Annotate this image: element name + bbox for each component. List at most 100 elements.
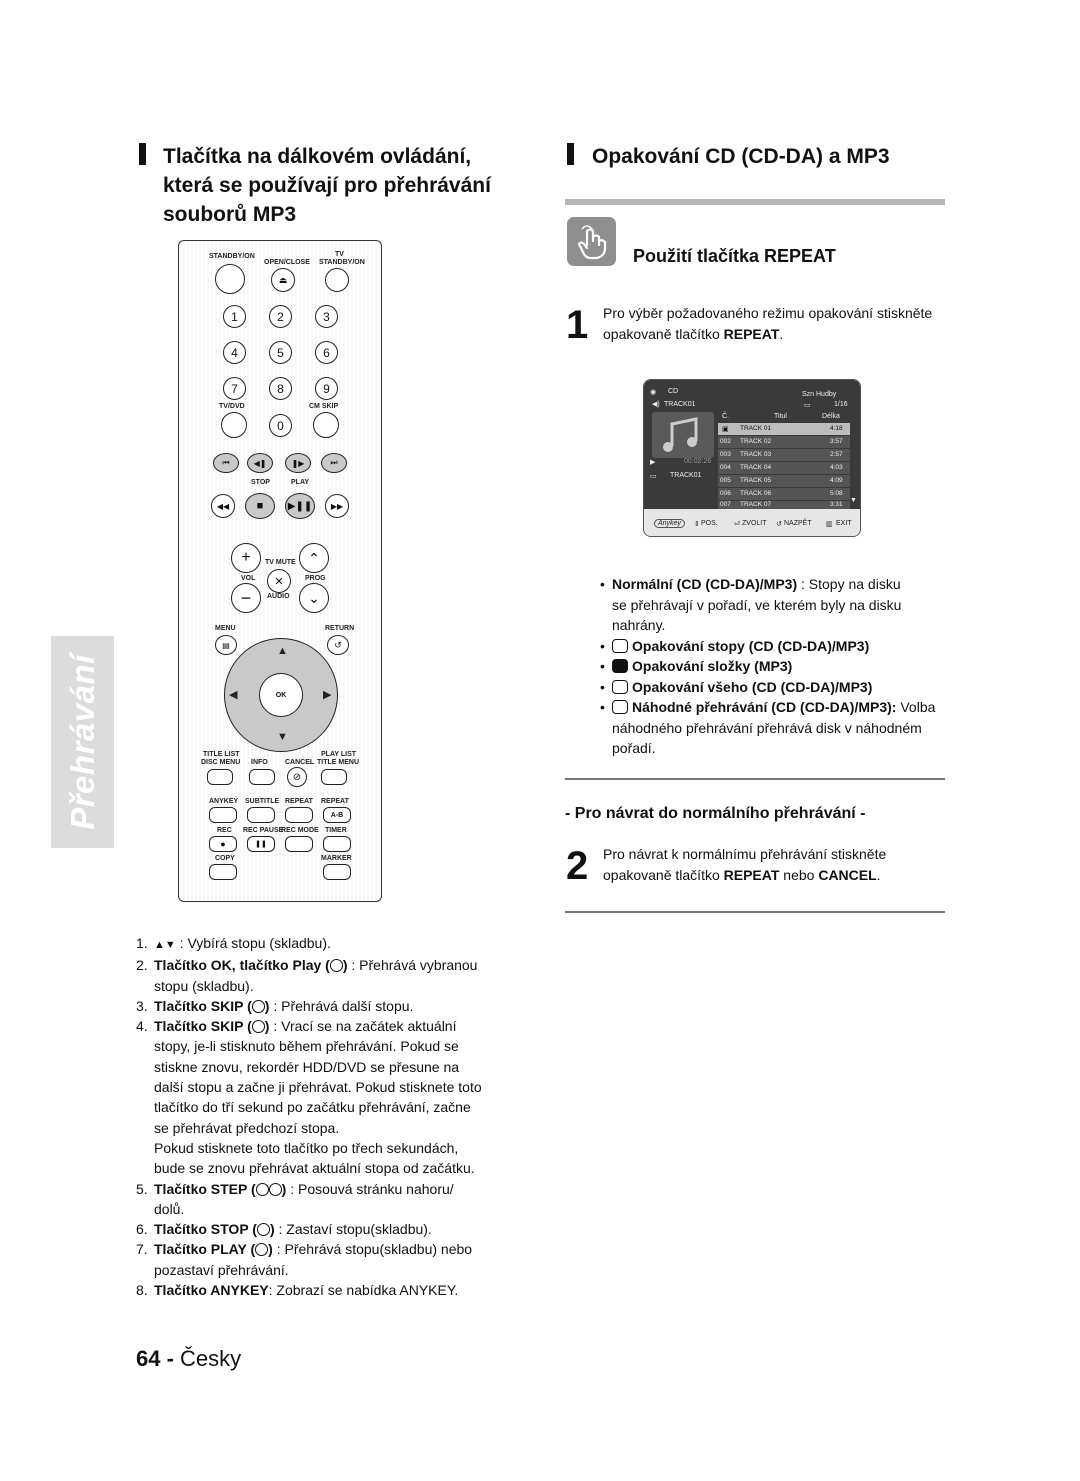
hand-press-icon [567,217,616,266]
list-item-continued: pozastaví přehrávání. [154,1261,289,1278]
rewind-button[interactable]: ◀◀ [211,494,235,518]
open-close-button[interactable]: ⏏ [271,268,295,292]
list-item: 4.Tlačítko SKIP () : Vrací se na začátek… [136,1018,457,1035]
list-item-continued: se přehrávají v pořadí, ve kterém byly n… [612,596,902,613]
copy-button[interactable] [209,864,237,880]
list-item-continued: tlačítko do tří sekund po začátku přehrá… [154,1099,471,1116]
label-discmenu: DISC MENU [201,759,241,766]
skip-back-button[interactable]: ⏮ [213,453,239,473]
play-pause-button[interactable]: ▶❚❚ [285,493,315,519]
label-menu: MENU [215,625,236,632]
section-divider [565,199,945,205]
ok-button[interactable]: OK [259,673,303,717]
prog-up-button[interactable]: ⌃ [299,543,329,573]
standby-button[interactable] [215,264,245,294]
digit-1-button[interactable]: 1 [223,305,246,328]
folder-icon: ▭ [804,402,811,409]
anykey-badge: Anykey [654,519,685,528]
list-item: Opakování všeho (CD (CD-DA)/MP3) [600,677,950,698]
digit-8-button[interactable]: 8 [269,377,292,400]
rec-pause-button[interactable]: ❚❚ [247,836,275,852]
list-item: 8.Tlačítko ANYKEY: Zobrazí se nabídka AN… [136,1282,459,1299]
volume-down-button[interactable]: − [231,583,261,613]
info-button[interactable] [249,769,275,785]
osd-screenshot: ◉ CD Szn Hudby ◀) TRACK01 ▭ 1/16 ▶ 00:02… [643,379,861,537]
play-button-icon [329,959,343,973]
arrow-down-icon[interactable]: ▼ [277,731,288,743]
digit-4-button[interactable]: 4 [223,341,246,364]
title-menu-button[interactable] [321,769,347,785]
label-vol: VOL [241,575,256,582]
disc-icon: ◉ [650,389,657,396]
osd-cd-label: CD [668,388,679,395]
subtitle-button[interactable] [247,807,275,823]
cm-skip-button[interactable] [313,412,339,438]
arrow-left-icon[interactable]: ◀ [229,689,238,701]
digit-0-button[interactable]: 0 [269,414,292,437]
arrow-right-icon[interactable]: ▶ [323,689,332,701]
step-forward-icon [268,1182,282,1196]
scroll-down-icon[interactable]: ▼ [850,497,857,504]
mute-button[interactable]: ✕ [267,569,291,593]
arrow-up-icon[interactable]: ▲ [277,645,288,657]
rec-button[interactable]: ● [209,836,237,852]
heading-bar [567,143,574,165]
disc-menu-button[interactable] [207,769,233,785]
label-repeat-ab: REPEAT [321,798,349,805]
digit-5-button[interactable]: 5 [269,341,292,364]
osd-col-title: Titul [774,413,787,420]
digit-6-button[interactable]: 6 [315,341,338,364]
button-function-list: 1.▲▼ : Vybírá stopu (skladbu). 2.Tlačítk… [136,933,521,1300]
step-number: 2 [566,844,589,888]
stop-button[interactable]: ■ [245,493,275,519]
timer-button[interactable] [323,836,351,852]
side-tab-label: Přehrávání [63,654,101,830]
label-stop: STOP [251,479,270,486]
volume-up-button[interactable]: + [231,543,261,573]
menu-button[interactable]: ▤ [215,635,237,655]
digit-9-button[interactable]: 9 [315,377,338,400]
remote-control: STANDBY/ON TV OPEN/CLOSE STANDBY/ON ⏏ 1 … [178,240,382,902]
label-cmskip: CM SKIP [309,403,339,410]
anykey-button[interactable] [209,807,237,823]
skip-forward-button[interactable]: ⏭ [321,453,347,473]
repeat-ab-button[interactable]: A-B [323,807,351,823]
digit-2-button[interactable]: 2 [269,305,292,328]
cancel-button[interactable]: ⊘ [287,767,307,787]
step-text-line: Pro návrat k normálnímu přehrávání stisk… [603,846,887,862]
label-timer: TIMER [325,827,347,834]
label-tv-standby: STANDBY/ON [319,259,365,266]
marker-button[interactable] [323,864,351,880]
step-text: Pro návrat k normálnímu přehrávání stisk… [603,844,886,886]
label-anykey: ANYKEY [209,798,239,805]
return-icon: ↺ [776,521,782,528]
updown-icon: ⇕ [694,521,700,528]
tv-dvd-button[interactable] [221,412,247,438]
label-tvmute: TV MUTE [265,559,296,566]
list-item-continued: bude se znovu přehrávat aktuální stopa o… [154,1160,475,1177]
rec-mode-button[interactable] [285,836,313,852]
digit-3-button[interactable]: 3 [315,305,338,328]
return-button[interactable]: ↺ [327,635,349,655]
label-standby: STANDBY/ON [209,253,255,260]
list-item-continued: stopy, je-li stisknuto během přehrávání.… [154,1038,459,1055]
step-back-button[interactable]: ◀❚ [247,453,273,473]
tv-standby-button[interactable] [325,268,349,292]
list-item-continued: náhodného přehrávání přehrává disk v náh… [612,719,922,736]
prog-down-button[interactable]: ⌄ [299,583,329,613]
digit-7-button[interactable]: 7 [223,377,246,400]
list-item-continued: další stopu a začne ji přehrávat. Pokud … [154,1079,482,1096]
repeat-button[interactable] [285,807,313,823]
step-forward-button[interactable]: ❚▶ [285,453,311,473]
fast-forward-button[interactable]: ▶▶ [325,494,349,518]
play-icon: ▶ [650,459,656,466]
repeat-folder-icon [612,659,628,673]
list-item-continued: stopu (skladbu). [154,977,254,994]
